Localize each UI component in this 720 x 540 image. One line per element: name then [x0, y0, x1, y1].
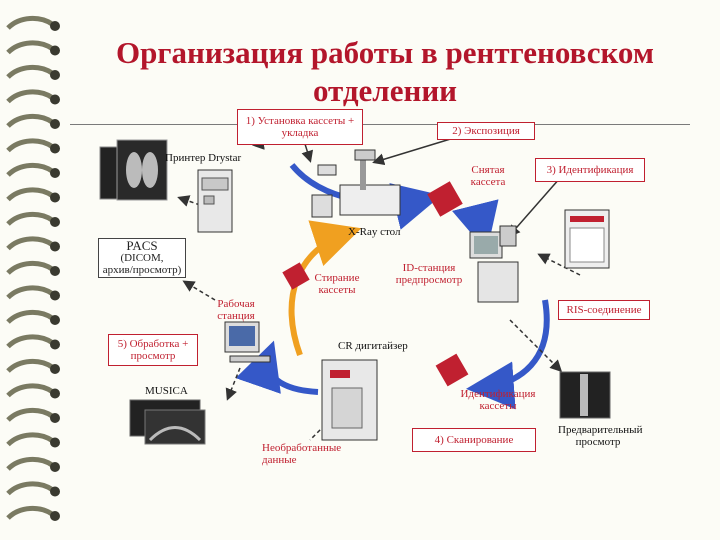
- cassette-id-label: Идентификация кассеты: [460, 388, 536, 412]
- musica-label: MUSICA: [145, 385, 188, 397]
- pacs-box: PACS (DICOM, архив/просмотр): [98, 238, 186, 278]
- raw-data-label: Необработанные данные: [262, 442, 342, 466]
- workstation-icon: [224, 321, 271, 363]
- step3-box: 3) Идентификация: [535, 158, 645, 182]
- binding-hole: [50, 486, 60, 497]
- binding-ring: [6, 432, 54, 447]
- xray-film-icon: [99, 139, 168, 201]
- printer-label: Принтер Drystar: [165, 152, 242, 164]
- binding-hole: [50, 364, 60, 374]
- xray-table-label: X-Ray стол: [348, 226, 401, 238]
- binding-ring: [6, 163, 54, 177]
- binding-ring: [6, 212, 54, 226]
- binding-ring: [6, 359, 54, 373]
- cr-digitizer-label: CR дигитайзер: [338, 340, 408, 352]
- binding-ring: [6, 89, 54, 104]
- binding-ring: [6, 16, 54, 30]
- cassette-icon: [282, 181, 469, 387]
- binding-ring: [6, 285, 54, 300]
- binding-ring: [6, 481, 54, 496]
- binding-hole: [50, 290, 60, 301]
- binding-ring: [6, 187, 54, 202]
- cr-digitizer-icon: [321, 359, 378, 441]
- binding-ring: [6, 236, 54, 251]
- erase-label: Стирание кассеты: [314, 272, 360, 296]
- ris-screen-icon: [564, 209, 610, 269]
- binding-hole: [50, 462, 60, 472]
- preview-label: Предварительный просмотр: [558, 424, 643, 448]
- binding-ring: [6, 383, 54, 398]
- binding-ring: [6, 408, 54, 422]
- dash-film-to-printer: [177, 195, 201, 207]
- binding-ring: [6, 310, 54, 324]
- pacs-label: PACS: [126, 238, 158, 253]
- step2-label: 2) Экспозиция: [452, 125, 520, 137]
- binding-hole: [50, 315, 60, 325]
- binding-ring: [6, 65, 54, 79]
- binding-hole: [50, 21, 60, 31]
- dash-idstation-to-preview: [509, 319, 563, 373]
- binding-hole: [50, 168, 60, 178]
- binding-hole: [50, 45, 60, 56]
- title-rule: [70, 124, 690, 125]
- dash-workstation-to-musica: [225, 367, 241, 401]
- step5-box: 5) Обработка + просмотр: [108, 334, 198, 366]
- ris-box: RIS-соединение: [558, 300, 650, 320]
- dash-workstation-to-pacs: [182, 280, 216, 301]
- arrow-idstation-to-cr: [466, 299, 550, 410]
- binding-hole: [50, 241, 60, 252]
- binding-hole: [50, 94, 60, 105]
- pacs-sub2: архив/просмотр): [102, 264, 182, 276]
- binding-hole: [50, 388, 60, 399]
- dash-cr-raw: [309, 419, 331, 441]
- binding-ring: [6, 457, 54, 471]
- binding-hole: [50, 511, 60, 521]
- id-station-icon: [469, 225, 519, 303]
- binding-hole: [50, 143, 60, 154]
- xray-table-icon: [311, 149, 401, 218]
- ris-label: RIS-соединение: [566, 304, 642, 316]
- binding-hole: [50, 339, 60, 350]
- dash-ris-to-idstation: [537, 253, 581, 276]
- step3-label: 3) Идентификация: [546, 164, 634, 176]
- binding-ring: [6, 334, 54, 349]
- binding-hole: [50, 119, 60, 129]
- binding-hole: [50, 266, 60, 276]
- step1-label: 1) Установка кассеты + укладка: [245, 115, 355, 139]
- binding-hole: [50, 192, 60, 203]
- binding-hole: [50, 217, 60, 227]
- removed-cassette-label: Снятая кассета: [470, 164, 506, 188]
- step4-label: 4) Сканирование: [434, 434, 514, 446]
- binding-ring: [6, 40, 54, 55]
- dash-step3-to-idstation: [508, 177, 561, 238]
- pacs-sub1: (DICOM,: [120, 252, 164, 264]
- binding-ring: [6, 114, 54, 128]
- binding-hole: [50, 413, 60, 423]
- binding-ring: [6, 138, 54, 153]
- step5-label: 5) Обработка + просмотр: [117, 338, 189, 362]
- step1-box: 1) Установка кассеты + укладка: [237, 109, 363, 145]
- spiral-binding: [6, 16, 60, 521]
- binding-ring: [6, 261, 54, 275]
- binding-ring: [6, 506, 54, 520]
- musica-image-icon: [129, 399, 206, 445]
- workstation-label: Рабочая станция: [217, 298, 255, 322]
- step2-box: 2) Экспозиция: [437, 122, 535, 140]
- binding-hole: [50, 437, 60, 448]
- printer-icon: [197, 169, 233, 233]
- id-station-label: ID-станция предпросмотр: [395, 262, 463, 286]
- step4-box: 4) Сканирование: [412, 428, 536, 452]
- arrow-cr-to-workstation: [235, 340, 319, 395]
- slide-title: Организация работы в рентгеновском отдел…: [116, 35, 654, 108]
- spine-image-icon: [559, 371, 611, 419]
- binding-hole: [50, 70, 60, 80]
